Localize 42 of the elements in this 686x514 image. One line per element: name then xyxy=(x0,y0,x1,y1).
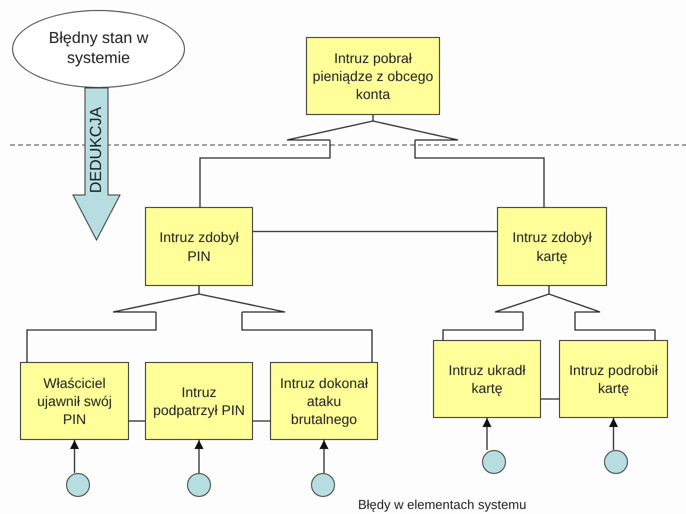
or-gate xyxy=(494,293,601,313)
event-box xyxy=(270,362,378,440)
connector-line xyxy=(253,230,497,232)
connector-line xyxy=(199,140,331,207)
event-box xyxy=(20,362,129,440)
arrow xyxy=(482,418,492,450)
connector-line xyxy=(253,420,270,422)
or-gate xyxy=(112,293,286,313)
connector-line xyxy=(541,398,559,400)
arrow xyxy=(319,440,329,473)
node-text: Intruz dokonał ataku brutalnego xyxy=(279,374,369,428)
or-gate xyxy=(286,120,459,141)
arrow xyxy=(70,440,80,473)
node-text: Intruz zdobył PIN xyxy=(158,228,240,265)
connector-line xyxy=(241,312,373,362)
node-text: Intruz podpatrzył PIN xyxy=(152,382,246,420)
event-circle xyxy=(311,473,335,497)
event-box xyxy=(559,340,668,418)
connector-line xyxy=(442,312,524,340)
connector-line xyxy=(26,312,157,362)
connector-line xyxy=(129,420,145,422)
node-text: Intruz podrobił kartę xyxy=(568,360,659,398)
arrow xyxy=(608,418,618,450)
event-box xyxy=(433,340,541,418)
node-text: Intruz pobrał pieniądze z obcego konta xyxy=(312,48,434,104)
event-circle xyxy=(604,450,628,474)
arrow xyxy=(194,440,204,473)
node-text: Błędny stan w systemie xyxy=(48,29,150,69)
event-box xyxy=(145,362,253,440)
event-circle xyxy=(187,473,211,497)
node-text: Intruz zdobył kartę xyxy=(511,228,593,265)
event-circle xyxy=(482,450,506,474)
node-text: Intruz ukradł kartę xyxy=(447,360,527,398)
connector-line xyxy=(574,312,656,340)
node-text: Właściciel ujawnił swój PIN xyxy=(36,374,113,428)
arrow-label: DEDUKCJA xyxy=(88,106,106,194)
caption-text: Błędy w elementach systemu xyxy=(358,497,526,512)
event-box xyxy=(497,207,607,286)
event-box xyxy=(306,37,440,115)
event-circle xyxy=(66,473,90,497)
connector-line xyxy=(414,140,545,207)
event-box xyxy=(145,207,253,286)
